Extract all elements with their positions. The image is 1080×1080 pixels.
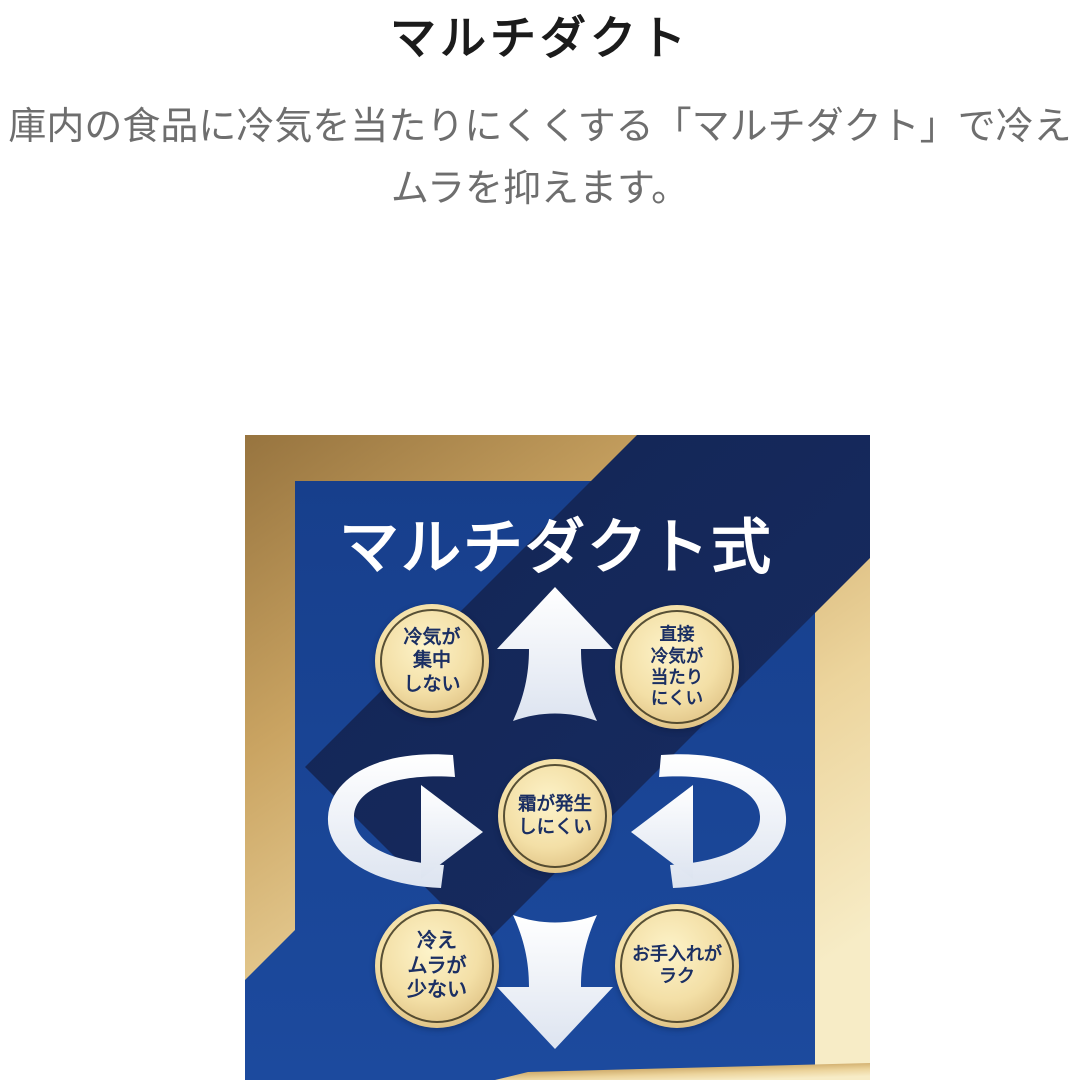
benefit-circle-label: 冷気が 集中 しない <box>403 627 461 695</box>
benefit-circle: 直接 冷気が 当たり にくい <box>615 605 739 729</box>
arrow-down-icon <box>497 915 613 1049</box>
infographic-title: マルチダクト式 <box>339 514 773 581</box>
benefit-circle: 冷気が 集中 しない <box>375 604 489 718</box>
benefit-circle-label: お手入れが ラク <box>632 944 722 986</box>
description-line-1: 庫内の食品に冷気を当たりにくくする「マルチダクト」で冷え <box>8 106 1072 148</box>
arrow-up-icon <box>497 587 613 721</box>
benefit-circle: 冷え ムラが 少ない <box>375 904 499 1028</box>
benefit-circle-label: 直接 冷気が 当たり にくい <box>650 624 704 709</box>
description-line-2: ムラを抑えます。 <box>390 168 690 210</box>
product-description: 庫内の食品に冷気を当たりにくくする「マルチダクト」で冷え ムラを抑えます。 <box>0 96 1080 220</box>
benefit-circle: 霜が発生 しにくい <box>498 759 612 873</box>
product-image[interactable]: マルチダクト式 冷気が 集中 しない 直接 冷気が 当たり にくい 霜が発生 し… <box>245 435 870 1080</box>
benefit-circle: お手入れが ラク <box>615 904 739 1028</box>
benefit-circle-label: 霜が発生 しにくい <box>517 793 592 837</box>
benefit-circle-label: 冷え ムラが 少ない <box>407 930 467 1002</box>
gold-bottom-band <box>495 1063 870 1080</box>
page-title: マルチダクト <box>390 12 690 64</box>
